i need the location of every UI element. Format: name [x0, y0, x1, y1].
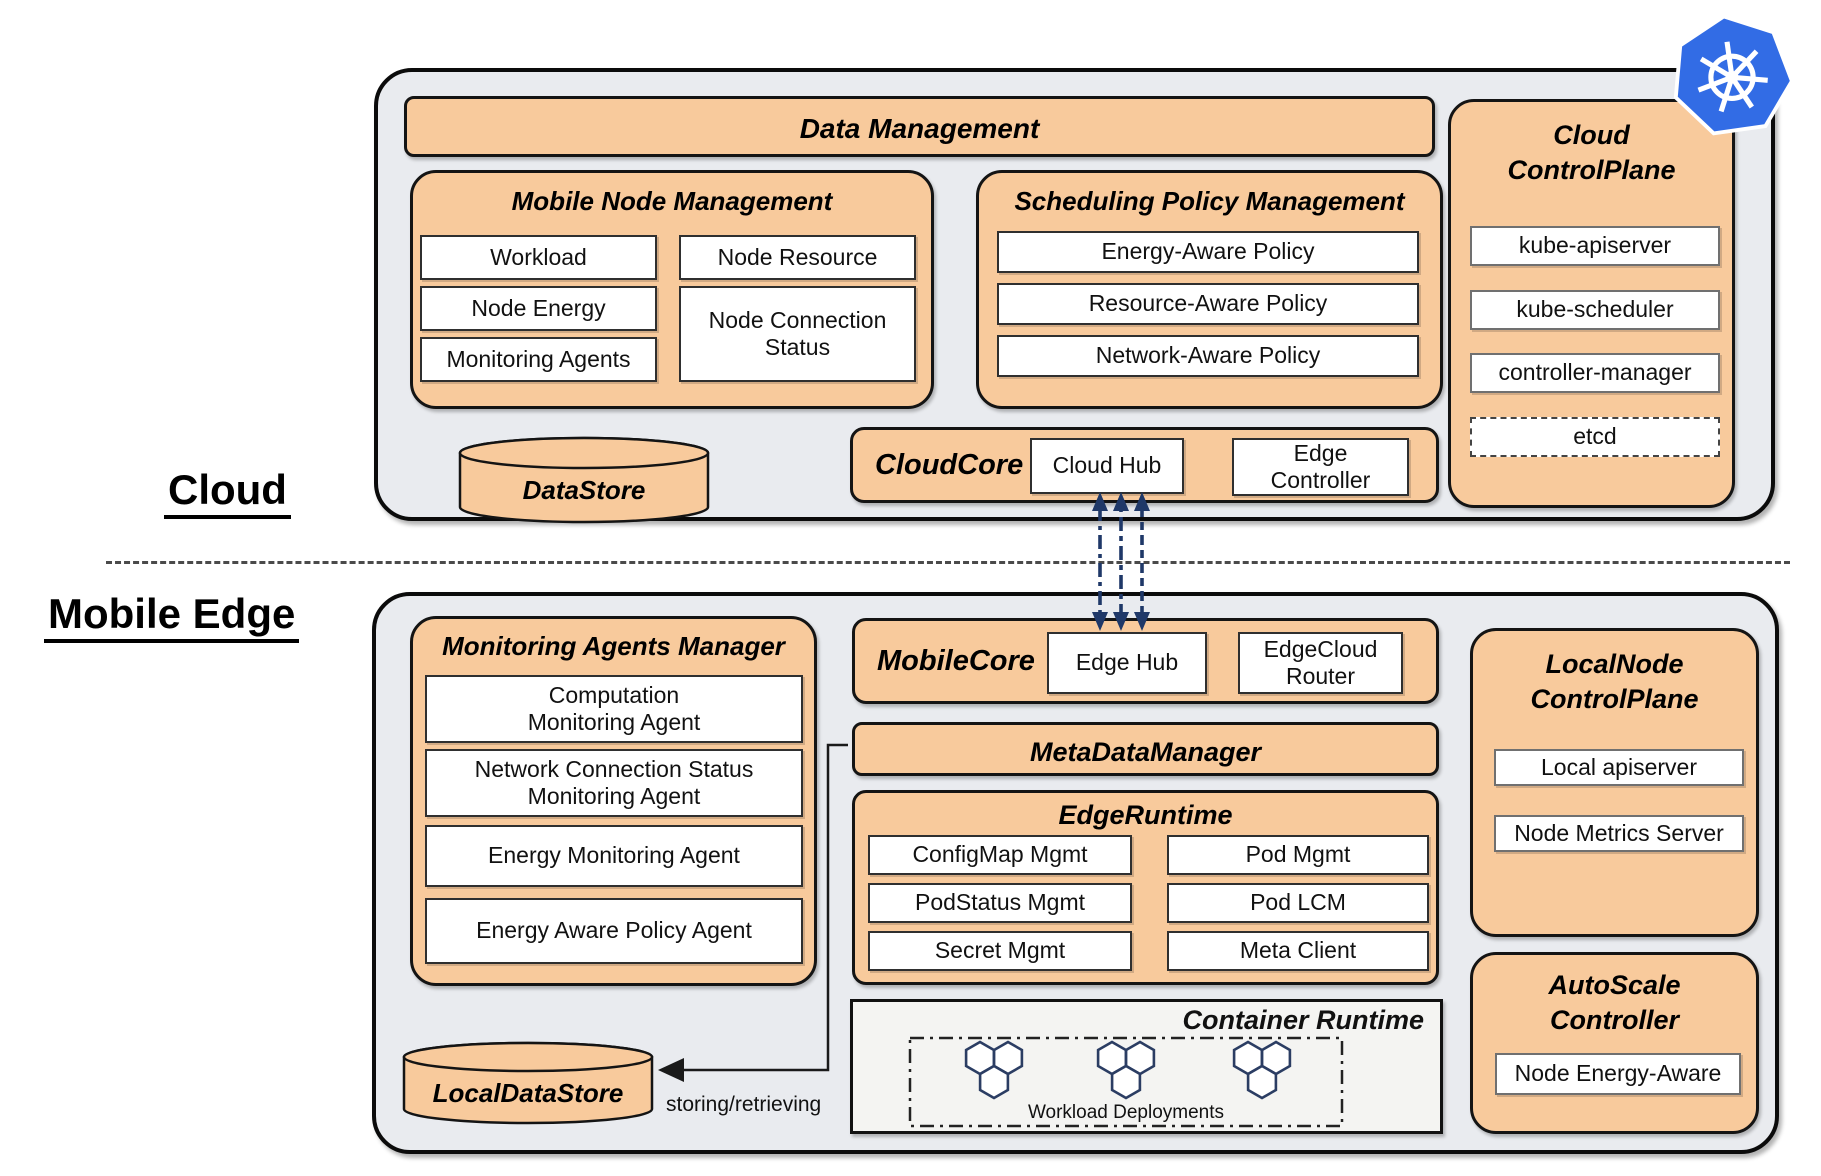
- box-resource-aware-policy: Resource-Aware Policy: [997, 283, 1419, 325]
- box-energy-monitoring-agent: Energy Monitoring Agent: [425, 825, 803, 887]
- monitoring-agents-manager-box: Monitoring Agents Manager Computation Mo…: [410, 616, 817, 986]
- mobile-node-management-title: Mobile Node Management: [511, 186, 833, 216]
- box-node-connection-status: Node Connection Status: [679, 286, 916, 382]
- box-edgecloud-router: EdgeCloud Router: [1238, 632, 1403, 694]
- box-edge-hub: Edge Hub: [1047, 632, 1207, 694]
- metadatamanager-bar: MetaDataManager: [852, 722, 1439, 776]
- storing-retrieving-label: storing/retrieving: [666, 1093, 822, 1116]
- box-network-aware-policy: Network-Aware Policy: [997, 335, 1419, 377]
- box-controller-manager: controller-manager: [1470, 353, 1720, 393]
- edgeruntime-box: EdgeRuntime ConfigMap Mgmt PodStatus Mgm…: [852, 790, 1439, 985]
- container-runtime-box: Container Runtime: [850, 999, 1443, 1134]
- cloud-control-plane-title: Cloud ControlPlane: [1507, 120, 1676, 185]
- box-node-metrics-server: Node Metrics Server: [1494, 815, 1744, 852]
- cloudcore-box: CloudCore Cloud Hub Edge Controller: [850, 427, 1439, 503]
- box-node-resource: Node Resource: [679, 235, 916, 280]
- localnode-control-plane-box: LocalNode ControlPlane Local apiserver N…: [1470, 628, 1759, 937]
- mobilecore-title: MobileCore: [877, 644, 1035, 677]
- data-management-title: Data Management: [799, 113, 1040, 144]
- cloudcore-title: CloudCore: [875, 448, 1024, 481]
- scheduling-policy-title: Scheduling Policy Management: [1014, 186, 1405, 216]
- data-management-bar: Data Management: [404, 96, 1435, 157]
- cloud-panel: Data Management Mobile Node Management W…: [374, 68, 1775, 524]
- kubernetes-logo-icon: [1668, 10, 1796, 142]
- monitoring-agents-manager-title: Monitoring Agents Manager: [442, 631, 785, 661]
- box-energy-aware-policy: Energy-Aware Policy: [997, 231, 1419, 273]
- workload-deployments-area: [908, 1036, 1344, 1128]
- box-pod-mgmt: Pod Mgmt: [1167, 835, 1429, 875]
- box-node-energy-aware: Node Energy-Aware: [1495, 1053, 1741, 1095]
- autoscale-controller-title: AutoScale Controller: [1548, 970, 1681, 1035]
- box-secret-mgmt: Secret Mgmt: [868, 931, 1132, 971]
- database-cylinder-icon: [458, 436, 710, 524]
- box-local-apiserver: Local apiserver: [1494, 749, 1744, 786]
- cloud-edge-separator: [106, 561, 1790, 564]
- box-cloud-hub: Cloud Hub: [1030, 438, 1184, 494]
- container-runtime-title: Container Runtime: [1182, 1005, 1424, 1035]
- box-workload: Workload: [420, 235, 657, 280]
- datastore-label: DataStore: [522, 475, 646, 505]
- box-edge-controller: Edge Controller: [1232, 438, 1409, 496]
- box-pod-lcm: Pod LCM: [1167, 883, 1429, 923]
- scheduling-policy-management-box: Scheduling Policy Management Energy-Awar…: [976, 170, 1443, 409]
- autoscale-controller-box: AutoScale Controller Node Energy-Aware: [1470, 952, 1759, 1134]
- box-network-connection-monitoring-agent: Network Connection Status Monitoring Age…: [425, 749, 803, 817]
- box-meta-client: Meta Client: [1167, 931, 1429, 971]
- mobile-edge-panel: Monitoring Agents Manager Computation Mo…: [372, 592, 1779, 1154]
- mobile-node-management-box: Mobile Node Management Workload Node Ene…: [410, 170, 934, 409]
- box-configmap-mgmt: ConfigMap Mgmt: [868, 835, 1132, 875]
- box-computation-monitoring-agent: Computation Monitoring Agent: [425, 675, 803, 743]
- box-energy-aware-policy-agent: Energy Aware Policy Agent: [425, 898, 803, 964]
- cloud-region-label: Cloud: [164, 467, 291, 520]
- datastore-cylinder: DataStore: [457, 435, 711, 527]
- local-datastore-cylinder: LocalDataStore: [401, 1040, 655, 1128]
- box-podstatus-mgmt: PodStatus Mgmt: [868, 883, 1132, 923]
- local-datastore-label: LocalDataStore: [432, 1078, 624, 1108]
- box-kube-apiserver: kube-apiserver: [1470, 226, 1720, 266]
- localnode-control-plane-title: LocalNode ControlPlane: [1530, 649, 1699, 714]
- database-cylinder-icon: [402, 1041, 654, 1125]
- box-kube-scheduler: kube-scheduler: [1470, 290, 1720, 330]
- hexagon-cluster-icons: [964, 1040, 1292, 1100]
- workload-deployments-caption: Workload Deployments: [1027, 1102, 1225, 1123]
- box-node-energy: Node Energy: [420, 286, 657, 331]
- box-etcd: etcd: [1470, 417, 1720, 457]
- edgeruntime-title: EdgeRuntime: [1058, 800, 1233, 830]
- mobile-edge-region-label: Mobile Edge: [44, 591, 300, 644]
- box-monitoring-agents: Monitoring Agents: [420, 337, 657, 382]
- cloud-control-plane-box: Cloud ControlPlane kube-apiserver kube-s…: [1448, 99, 1735, 508]
- metadatamanager-title: MetaDataManager: [1029, 737, 1262, 767]
- mobilecore-box: MobileCore Edge Hub EdgeCloud Router: [852, 618, 1439, 704]
